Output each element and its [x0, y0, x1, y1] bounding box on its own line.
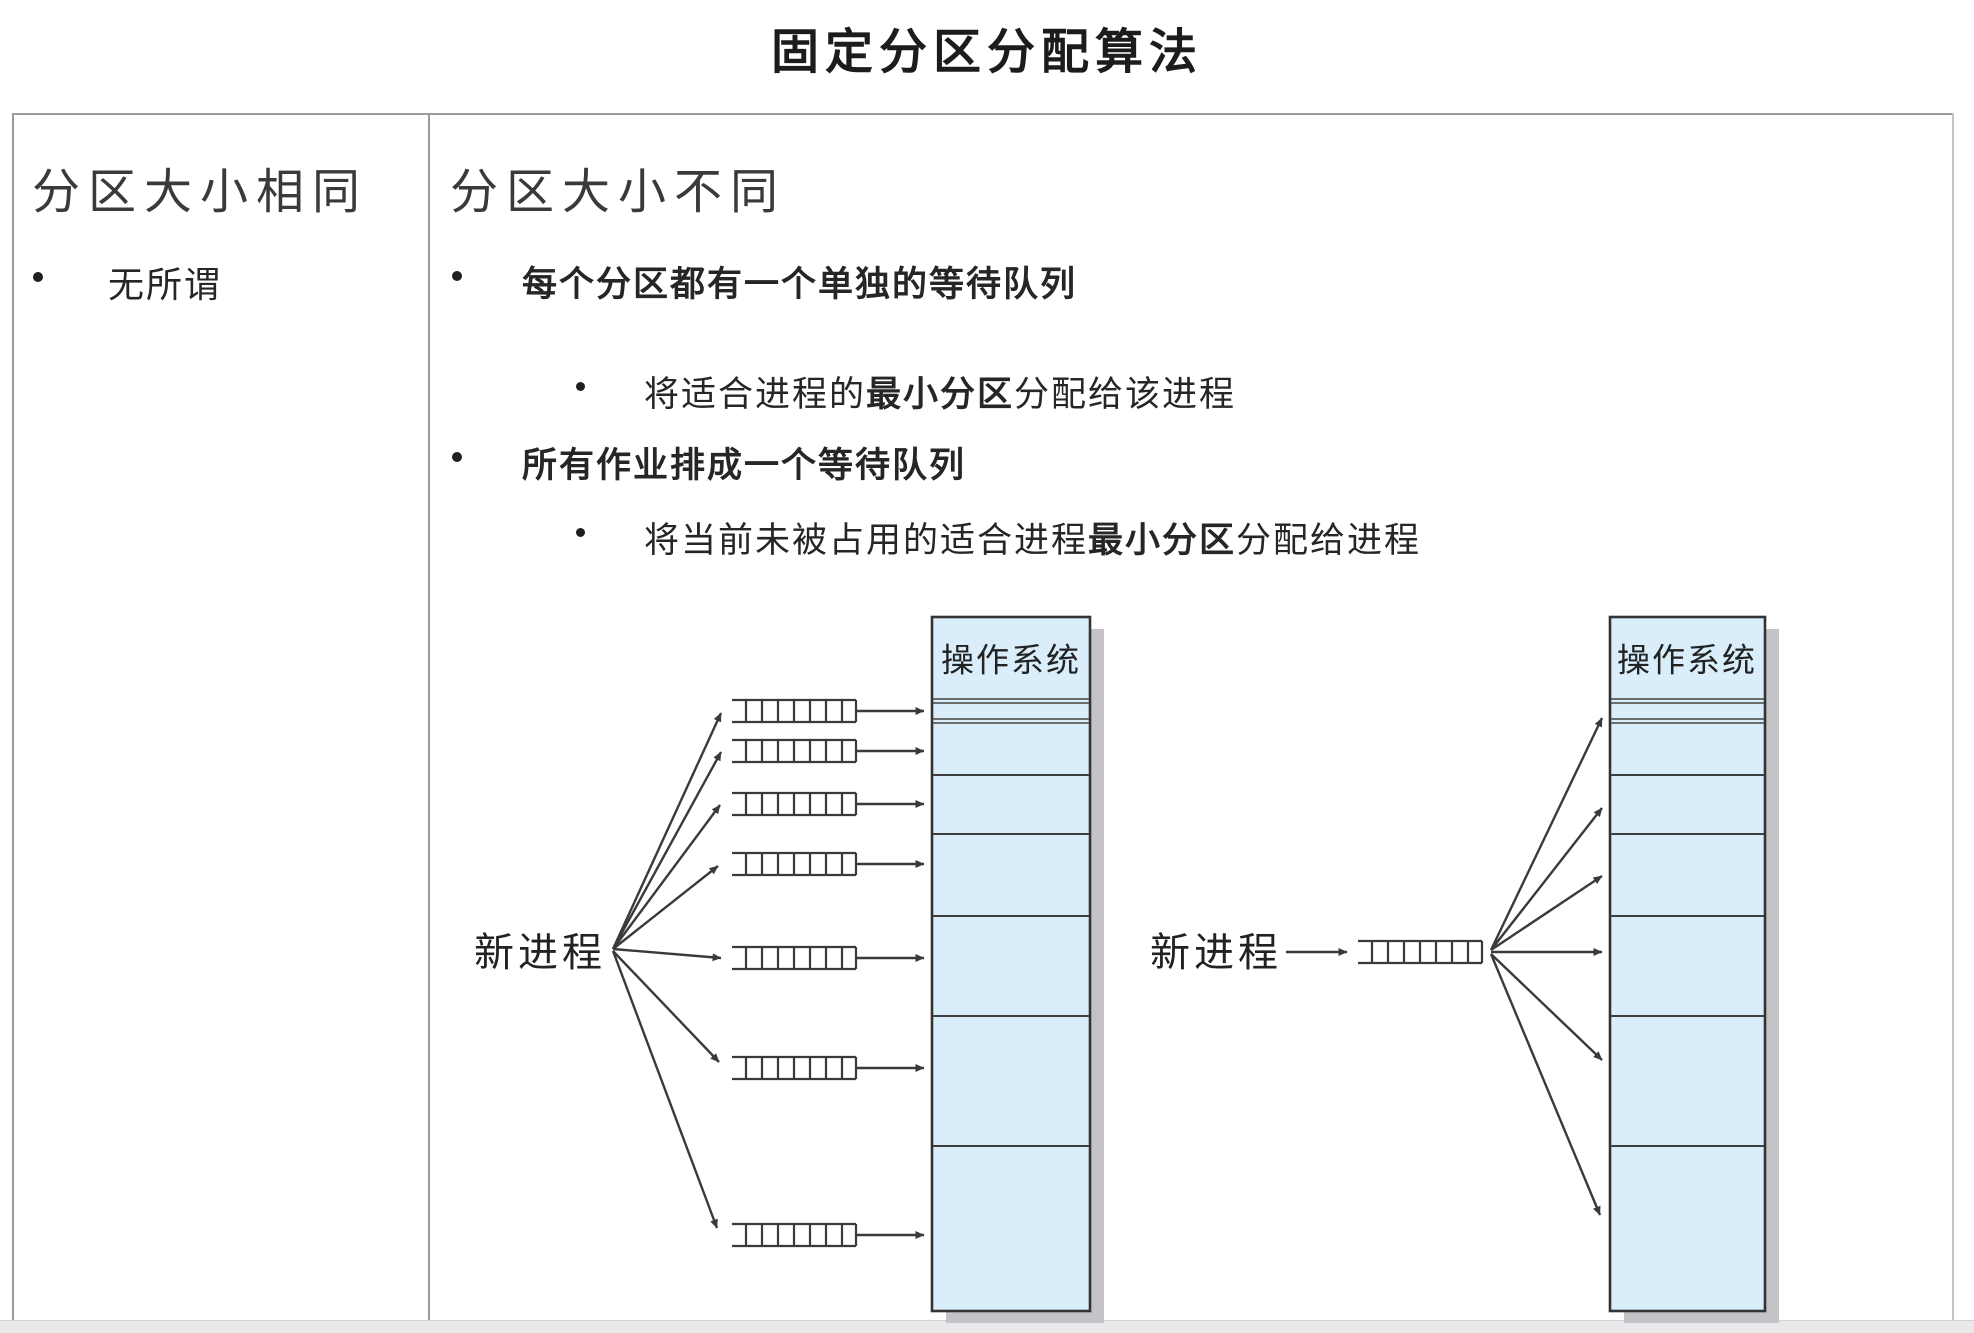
queue-to-memory-arrows [857, 707, 925, 1239]
diagram-right: 操作系统 新进程 [1150, 615, 1779, 1323]
right-column-heading: 分区大小不同 [450, 166, 787, 219]
fan-arrows [1489, 717, 1604, 1216]
new-process-label: 新进程 [474, 931, 606, 975]
bullet-dot [33, 272, 43, 282]
right-sub-bullet-2: 将当前未被占用的适合进程最小分区分配给进程 [644, 512, 1421, 563]
os-label: 操作系统 [1617, 642, 1757, 679]
table-border-right [1952, 113, 1954, 1320]
table-border-left [12, 113, 14, 1320]
sub2-pre: 将当前未被占用的适合进程 [644, 521, 1089, 560]
partition-lines [1611, 774, 1764, 1147]
fan-arrows [611, 712, 723, 1229]
memory-block [930, 615, 1092, 1313]
right-bullet-2: 所有作业排成一个等待队列 [522, 446, 967, 485]
sub-bullet-dot [576, 528, 585, 537]
right-sub-bullet-1: 将适合进程的最小分区分配给该进程 [644, 366, 1236, 417]
memory-block [1608, 615, 1767, 1313]
bullet-dot [452, 271, 462, 281]
left-column-heading: 分区大小相同 [32, 166, 369, 219]
right-bullet-1: 每个分区都有一个单独的等待队列 [522, 265, 1078, 304]
partition-lines-thin [1611, 698, 1764, 724]
waiting-queue [1356, 939, 1484, 965]
sub2-bold: 最小分区 [1088, 521, 1237, 560]
sub-bullet-dot [576, 382, 585, 391]
waiting-queues [730, 698, 858, 1248]
bullet-dot [452, 452, 462, 462]
sub1-bold: 最小分区 [866, 375, 1015, 414]
sub2-post: 分配给进程 [1236, 521, 1422, 560]
partition-lines [933, 774, 1089, 1147]
sub1-post: 分配给该进程 [1014, 375, 1237, 414]
left-bullet: 无所谓 [108, 264, 223, 305]
page-title: 固定分区分配算法 [770, 26, 1203, 79]
diagram-left: 操作系统 新进程 [474, 615, 1104, 1323]
os-label: 操作系统 [941, 642, 1081, 679]
new-process-label: 新进程 [1150, 931, 1282, 975]
table-divider [428, 113, 430, 1320]
partition-lines-thin [933, 698, 1089, 724]
table-border-top [12, 113, 1954, 115]
sub1-pre: 将适合进程的 [644, 375, 867, 414]
